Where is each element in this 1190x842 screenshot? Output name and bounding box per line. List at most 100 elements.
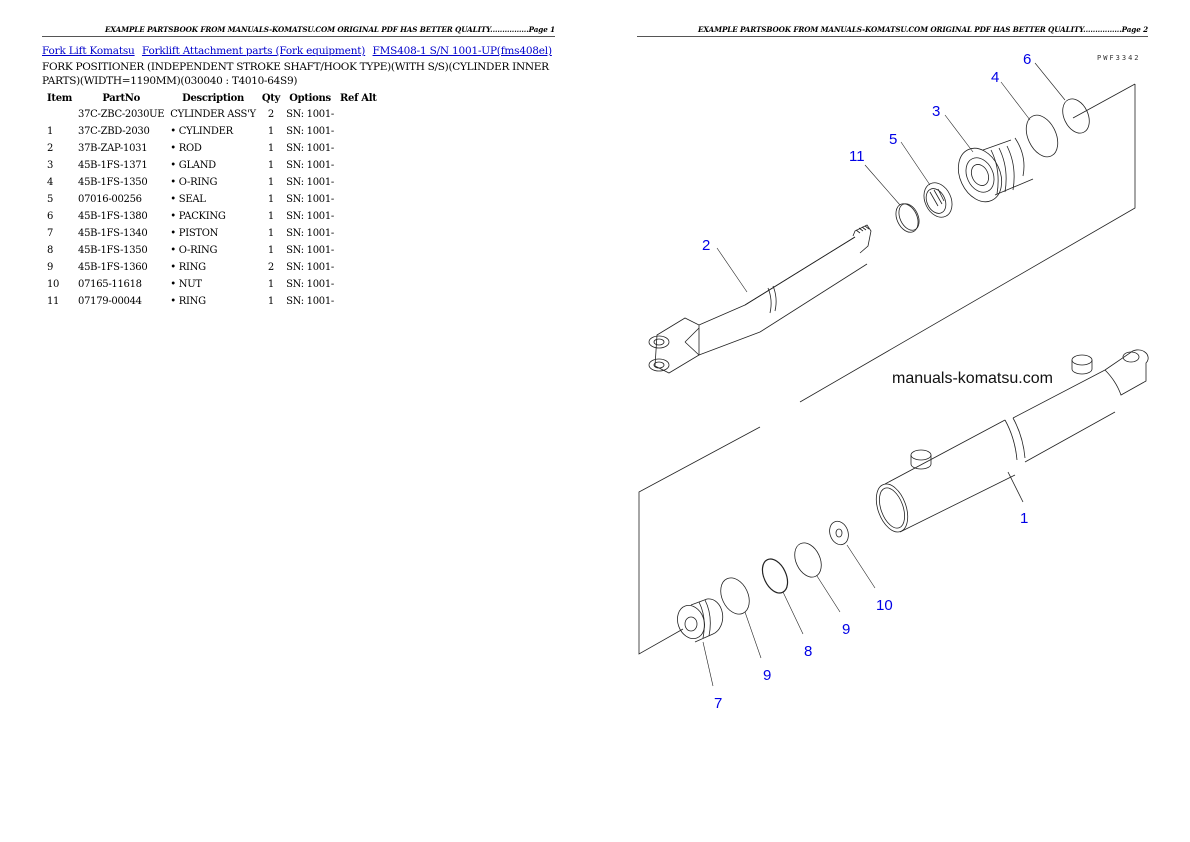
cell-qty: 1 <box>267 194 274 205</box>
cell-ref-alt <box>337 191 380 208</box>
cell-qty: 1 <box>267 279 274 290</box>
cell-qty: 1 <box>267 143 274 154</box>
cell-partno: 45B-1FS-1340 <box>78 228 148 239</box>
callout-number: 4 <box>991 69 1000 86</box>
watermark-text: manuals-komatsu.com <box>892 370 1053 387</box>
cell-item: 8 <box>47 245 54 256</box>
cell-description: • CYLINDER <box>170 126 233 137</box>
cell-description: • RING <box>170 296 206 307</box>
cell-options: SN: 1001- <box>286 279 334 290</box>
cell-item: 11 <box>47 296 60 307</box>
column-header-qty: Qty <box>261 93 281 104</box>
cell-options: SN: 1001- <box>286 228 334 239</box>
cell-partno: 07179-00044 <box>78 296 142 307</box>
cell-partno: 37C-ZBD-2030 <box>78 126 150 137</box>
frame-lower <box>638 426 761 655</box>
table-header-row: Item PartNo Description Qty Options Ref … <box>44 91 380 106</box>
table-row: 7 45B-1FS-1340 • PISTON 1 SN: 1001- <box>44 225 380 242</box>
page-1: EXAMPLE PARTSBOOK FROM MANUALS-KOMATSU.C… <box>42 25 562 310</box>
cell-qty: 1 <box>267 228 274 239</box>
cell-qty: 1 <box>267 177 274 188</box>
cell-description: CYLINDER ASS'Y <box>170 109 256 120</box>
cell-qty: 2 <box>267 109 274 120</box>
callout-number: 2 <box>702 237 711 254</box>
cell-options: SN: 1001- <box>286 296 334 307</box>
parts-table: Item PartNo Description Qty Options Ref … <box>44 91 380 310</box>
frame-upper <box>799 83 1136 403</box>
ring-part-9b <box>794 542 822 578</box>
cell-item: 4 <box>47 177 54 188</box>
callout-number: 7 <box>714 695 723 712</box>
cell-description: • RING <box>170 262 206 273</box>
packing-part-6 <box>1062 98 1090 134</box>
cell-ref-alt <box>337 106 380 123</box>
cell-ref-alt <box>337 225 380 242</box>
cell-description: • GLAND <box>170 160 216 171</box>
cell-description: • SEAL <box>170 194 206 205</box>
cell-description: • ROD <box>170 143 202 154</box>
o-ring-part-4 <box>1025 114 1059 158</box>
cell-description: • NUT <box>170 279 202 290</box>
page-2: EXAMPLE PARTSBOOK FROM MANUALS-KOMATSU.C… <box>595 0 1190 842</box>
nut-part-10 <box>829 520 849 546</box>
cell-item: 3 <box>47 160 54 171</box>
drawing-code: PWF3342 <box>1097 54 1141 62</box>
callout-number: 11 <box>849 148 865 165</box>
cell-partno: 45B-1FS-1380 <box>78 211 148 222</box>
leader-lines-lower <box>702 544 876 687</box>
cell-options: SN: 1001- <box>286 126 334 137</box>
column-header-item: Item <box>47 93 73 104</box>
cell-item: 10 <box>47 279 60 290</box>
cell-ref-alt <box>337 259 380 276</box>
ring-part-11 <box>895 203 920 233</box>
breadcrumb: Fork Lift Komatsu Forklift Attachment pa… <box>42 44 562 58</box>
cell-partno: 07165-11618 <box>78 279 142 290</box>
cell-ref-alt <box>337 276 380 293</box>
cell-description: • O-RING <box>170 245 218 256</box>
cell-description: • O-RING <box>170 177 218 188</box>
rod-part-2 <box>648 224 872 374</box>
breadcrumb-fms408-model[interactable]: FMS408-1 S/N 1001-UP(fms408el) <box>372 45 553 57</box>
breadcrumb-forklift-attachment-parts[interactable]: Forklift Attachment parts (Fork equipmen… <box>141 45 366 57</box>
cell-qty: 1 <box>267 245 274 256</box>
callout-number: 3 <box>932 103 941 120</box>
cell-item: 9 <box>47 262 54 273</box>
cell-partno: 07016-00256 <box>78 194 142 205</box>
cell-item: 2 <box>47 143 54 154</box>
cell-ref-alt <box>337 208 380 225</box>
cell-item: 7 <box>47 228 54 239</box>
callout-number: 8 <box>804 643 813 660</box>
cell-partno: 45B-1FS-1371 <box>78 160 148 171</box>
cell-ref-alt <box>337 293 380 310</box>
callout-number: 1 <box>1020 510 1029 527</box>
breadcrumb-fork-lift-komatsu[interactable]: Fork Lift Komatsu <box>42 45 135 57</box>
cell-ref-alt <box>337 123 380 140</box>
cell-options: SN: 1001- <box>286 160 334 171</box>
cell-ref-alt <box>337 174 380 191</box>
cell-qty: 1 <box>267 211 274 222</box>
cell-qty: 1 <box>267 126 274 137</box>
cell-ref-alt <box>337 157 380 174</box>
cell-item <box>44 106 75 123</box>
page-header: EXAMPLE PARTSBOOK FROM MANUALS-KOMATSU.C… <box>42 25 555 37</box>
callout-number: 9 <box>842 621 851 638</box>
piston-part-7 <box>677 598 724 643</box>
cell-options: SN: 1001- <box>286 177 334 188</box>
column-header-ref-alt: Ref Alt <box>340 93 377 104</box>
cell-options: SN: 1001- <box>286 143 334 154</box>
o-ring-part-8 <box>761 558 789 594</box>
ring-part-9a <box>720 577 750 615</box>
cell-ref-alt <box>337 140 380 157</box>
cell-description: • PISTON <box>170 228 219 239</box>
column-header-description: Description <box>182 93 244 104</box>
cell-qty: 2 <box>267 262 274 273</box>
cell-options: SN: 1001- <box>286 211 334 222</box>
callout-number: 10 <box>876 597 893 614</box>
